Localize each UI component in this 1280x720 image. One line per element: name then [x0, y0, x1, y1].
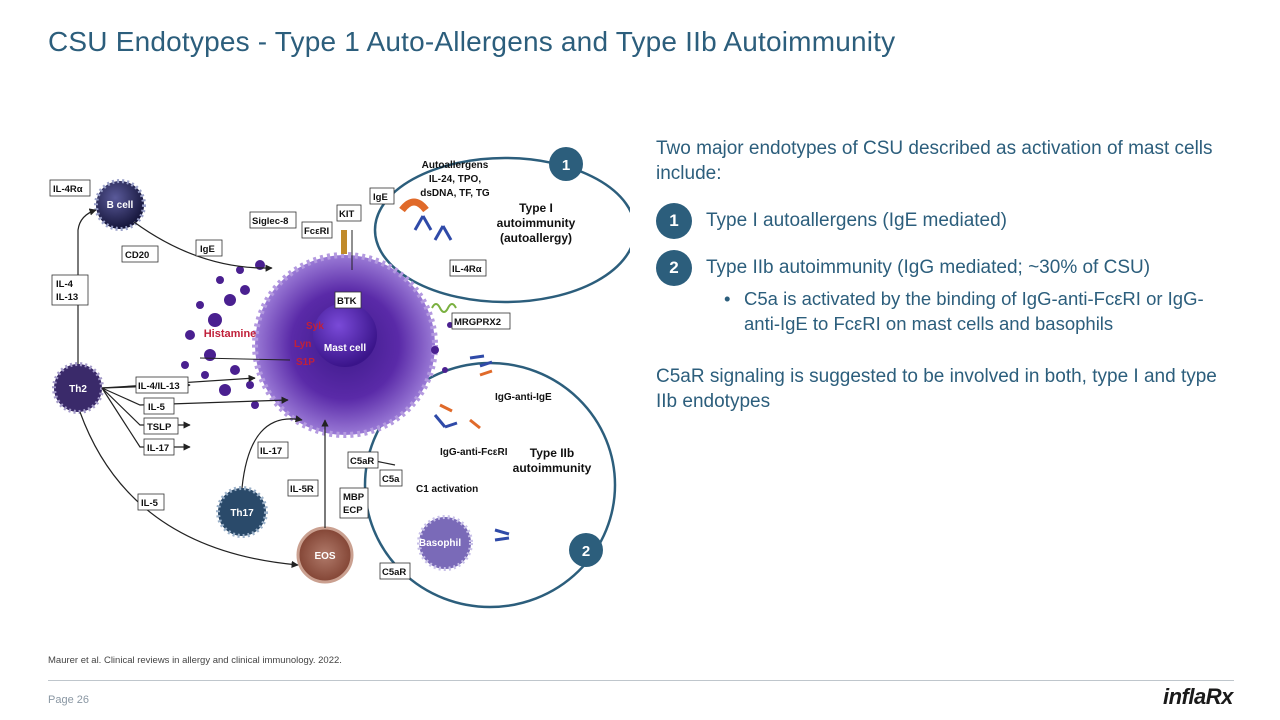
il5-b-label: IL-5: [141, 498, 159, 509]
b-cell: [94, 179, 146, 231]
item-2-subbullet: • C5a is activated by the binding of IgG…: [724, 286, 1236, 336]
page-number: Page 26: [48, 694, 89, 706]
histamine-label: Histamine: [204, 328, 257, 340]
receptor-glyphs: [413, 215, 510, 542]
inflarx-logo: inflaRx: [1163, 684, 1233, 710]
btk-label: BTK: [337, 296, 357, 307]
basophil: [417, 515, 473, 571]
b-cell-label: B cell: [107, 200, 134, 211]
ige-left-label: IgE: [200, 244, 215, 255]
mrgprx2-glyph: [431, 303, 457, 313]
type2-line2: autoimmunity: [513, 461, 592, 475]
eos-label: EOS: [314, 551, 335, 562]
igg-anti-ige-label: IgG-anti-IgE: [495, 392, 552, 403]
fceri-label: FcεRI: [304, 226, 329, 237]
mast-cell-nucleus: [313, 303, 377, 367]
autoallergen-glyph: [399, 198, 429, 213]
item-1-text: Type I autoallergens (IgE mediated): [706, 210, 1008, 231]
cd20-label: CD20: [125, 250, 149, 261]
reference-citation: Maurer et al. Clinical reviews in allerg…: [48, 655, 342, 666]
badge-2-label: 2: [582, 543, 590, 560]
lyn-label: Lyn: [294, 339, 311, 350]
autoallergens-title: Autoallergens: [422, 160, 489, 171]
autoallergens-line1: IL-24, TPO,: [429, 174, 481, 185]
il4-il13-label: IL-4/IL-13: [138, 381, 180, 392]
type1-ellipse: [373, 156, 630, 304]
siglec8-label: Siglec-8: [252, 216, 288, 227]
logo-part1: infla: [1163, 684, 1206, 709]
subbullet-text: C5a is activated by the binding of IgG-a…: [744, 288, 1204, 334]
mbp-label: MBP: [343, 492, 365, 503]
s1p-label: S1P: [296, 357, 315, 368]
type1-line1: Type I: [519, 201, 553, 215]
closing-text: C5aR signaling is suggested to be involv…: [656, 366, 1217, 412]
tslp-label: TSLP: [147, 422, 172, 433]
il5-a-label: IL-5: [148, 402, 166, 413]
csu-pathway-diagram: 1 2 Mast cell Histamine Syk Lyn S1P B ce…: [49, 147, 630, 609]
logo-part2: Rx: [1205, 684, 1234, 709]
mast-cell-label: Mast cell: [324, 343, 366, 354]
badge-1: [549, 147, 583, 181]
footer-divider: [48, 680, 1234, 681]
page-title: CSU Endotypes - Type 1 Auto-Allergens an…: [48, 26, 896, 57]
c1-activation-label: C1 activation: [416, 484, 478, 495]
endotype-item-1: 1 Type I autoallergens (IgE mediated): [656, 203, 1236, 239]
endotype-summary: Two major endotypes of CSU described as …: [656, 136, 1236, 414]
histamine-granules: [181, 260, 453, 409]
bullet-symbol: •: [724, 288, 731, 309]
il13-left-label: IL-13: [56, 292, 78, 303]
kit-label: KIT: [339, 209, 355, 220]
il4-left-label: IL-4: [56, 279, 74, 290]
autoallergens-line2: dsDNA, TF, TG: [420, 188, 490, 199]
mrgprx2-label: MRGPRX2: [454, 317, 501, 328]
c5a-label: C5a: [382, 474, 400, 485]
badge-1-label: 1: [562, 157, 570, 174]
th17-cell: [216, 486, 268, 538]
item-2-text: Type IIb autoimmunity (IgG mediated; ~30…: [706, 257, 1151, 278]
il17-b-label: IL-17: [260, 446, 282, 457]
igg-anti-fceri-label: IgG-anti-FcεRI: [440, 447, 508, 458]
syk-label: Syk: [306, 321, 324, 332]
il4ra-left-label: IL-4Rα: [53, 184, 83, 195]
type1-line2: autoimmunity: [497, 216, 576, 230]
badge-2: [569, 533, 603, 567]
il5r-label: IL-5R: [290, 484, 314, 495]
il17-a-label: IL-17: [147, 443, 169, 454]
il4ra-right-label: IL-4Rα: [452, 264, 482, 275]
item-2-badge: 2: [656, 250, 692, 286]
intro-text: Two major endotypes of CSU described as …: [656, 138, 1213, 184]
ige-top-label: IgE: [373, 192, 388, 203]
type2-line1: Type IIb: [530, 446, 574, 460]
c5ar-bottom-label: C5aR: [382, 567, 406, 578]
basophil-label: Basophil: [419, 538, 461, 549]
c5ar-top-label: C5aR: [350, 456, 374, 467]
endotype-item-2: 2 Type IIb autoimmunity (IgG mediated; ~…: [656, 250, 1236, 336]
th2-label: Th2: [69, 384, 87, 395]
item-1-badge: 1: [656, 203, 692, 239]
ecp-label: ECP: [343, 505, 363, 516]
type1-line3: (autoallergy): [500, 231, 572, 245]
th17-label: Th17: [230, 508, 254, 519]
